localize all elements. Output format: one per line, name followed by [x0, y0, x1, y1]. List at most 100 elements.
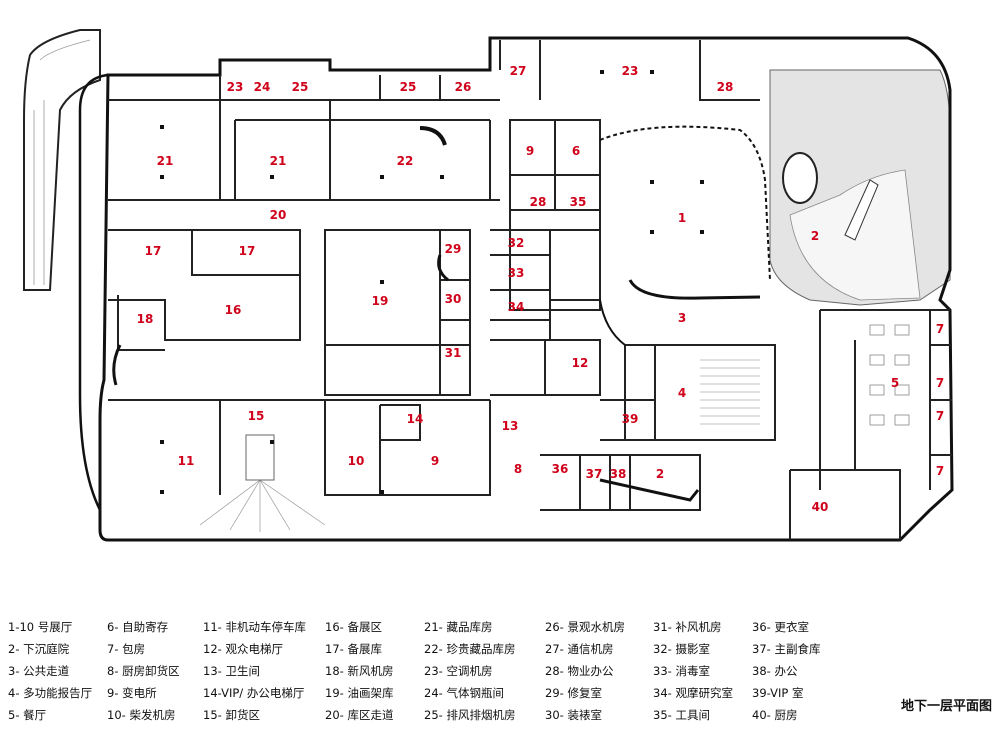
legend-entry: 10- 柴发机房	[107, 708, 176, 722]
legend-entry: 9- 变电所	[107, 686, 157, 700]
room-label: 33	[508, 266, 525, 280]
legend-entry: 19- 油画架库	[325, 686, 394, 700]
room-label: 30	[445, 292, 462, 306]
legend-entry: 7- 包房	[107, 642, 146, 656]
kitchen-angled-wall	[599, 478, 700, 502]
legend-entry: 6- 自助寄存	[107, 620, 169, 634]
room-label: 9	[431, 454, 439, 468]
legend-entry: 16- 备展区	[325, 620, 382, 634]
room-label: 9	[526, 144, 534, 158]
gallery-curve	[599, 125, 771, 281]
room-label: 1	[678, 211, 686, 225]
legend-entry: 17- 备展库	[325, 642, 382, 656]
legend-entry: 21- 藏品库房	[424, 620, 493, 634]
room-label: 22	[397, 154, 414, 168]
room-label: 6	[572, 144, 580, 158]
room-label: 10	[348, 454, 365, 468]
ramp-inner-line	[33, 39, 91, 285]
restaurant-tables	[869, 324, 910, 426]
legend-entry: 33- 消毒室	[653, 664, 710, 678]
room-label: 7	[936, 409, 944, 423]
legend-entry: 40- 厨房	[752, 708, 798, 722]
room22-curve	[419, 126, 447, 146]
room-label: 29	[445, 242, 462, 256]
theater-seats	[700, 359, 760, 425]
room-label: 20	[270, 208, 287, 222]
room-label: 2	[811, 229, 819, 243]
legend-entry: 20- 库区走道	[325, 708, 394, 722]
room-label: 28	[530, 195, 547, 209]
room-label: 26	[455, 80, 472, 94]
lobby-curve-wall	[628, 279, 761, 300]
legend-entry: 37- 主副食库	[752, 642, 821, 656]
room-label: 34	[508, 300, 525, 314]
building-outline	[98, 36, 954, 542]
unloading-fan	[199, 479, 326, 532]
room-label: 25	[400, 80, 417, 94]
room-label: 2	[656, 467, 664, 481]
legend-entry: 18- 新风机房	[325, 664, 394, 678]
room-label: 39	[622, 412, 639, 426]
room-label: 21	[270, 154, 287, 168]
room-label: 17	[145, 244, 162, 258]
room-label: 14	[407, 412, 424, 426]
room-label: 27	[510, 64, 527, 78]
room-label: 36	[552, 462, 569, 476]
legend-entry: 26- 景观水机房	[545, 620, 625, 634]
legend-entry: 34- 观摩研究室	[653, 686, 733, 700]
entry-ramp	[23, 29, 101, 291]
legend-entry: 31- 补风机房	[653, 620, 722, 634]
legend-entry: 11- 非机动车停车库	[203, 620, 306, 634]
room-label: 17	[239, 244, 256, 258]
legend-entry: 23- 空调机房	[424, 664, 493, 678]
legend-entry: 39-VIP 室	[752, 686, 804, 700]
legend-entry: 1-10 号展厅	[8, 620, 73, 634]
room-label: 15	[248, 409, 265, 423]
legend-entry: 36- 更衣室	[752, 620, 809, 634]
room-label: 7	[936, 322, 944, 336]
room-label: 5	[891, 376, 899, 390]
room-label: 35	[570, 195, 587, 209]
room-label: 3	[678, 311, 686, 325]
legend-entry: 3- 公共走道	[8, 664, 70, 678]
corridor-curve	[112, 344, 122, 386]
legend-entry: 35- 工具间	[653, 708, 710, 722]
room-label: 38	[610, 467, 627, 481]
legend-entry: 24- 气体钢瓶间	[424, 686, 504, 700]
legend-entry: 30- 装裱室	[545, 708, 602, 722]
room-label: 13	[502, 419, 519, 433]
room-label: 25	[292, 80, 309, 94]
structural-columns	[160, 70, 704, 494]
room-label: 4	[678, 386, 686, 400]
courtyard-oval-stair	[782, 152, 818, 204]
legend-entry: 27- 通信机房	[545, 642, 614, 656]
room-label: 23	[622, 64, 639, 78]
legend-entry: 14-VIP/ 办公电梯厅	[203, 686, 305, 700]
legend-entry: 15- 卸货区	[203, 708, 260, 722]
room-label: 11	[178, 454, 195, 468]
legend-entry: 4- 多功能报告厅	[8, 686, 93, 700]
room-label: 32	[508, 236, 525, 250]
room-label: 37	[586, 467, 603, 481]
room-label: 18	[137, 312, 154, 326]
legend-entry: 25- 排风排烟机房	[424, 708, 516, 722]
legend-entry: 28- 物业办公	[545, 664, 614, 678]
room-label: 12	[572, 356, 589, 370]
room-label: 16	[225, 303, 242, 317]
room-label: 7	[936, 376, 944, 390]
room-label: 24	[254, 80, 271, 94]
legend-entry: 32- 摄影室	[653, 642, 710, 656]
legend-entry: 13- 卫生间	[203, 664, 260, 678]
courtyard-stair	[844, 179, 879, 241]
legend-entry: 22- 珍贵藏品库房	[424, 642, 516, 656]
room-label: 40	[812, 500, 829, 514]
room-label: 28	[717, 80, 734, 94]
legend-entry: 29- 修复室	[545, 686, 602, 700]
room29-curve	[437, 254, 449, 282]
interior-walls	[108, 40, 952, 540]
legend-entry: 5- 餐厅	[8, 708, 47, 722]
legend-entry: 12- 观众电梯厅	[203, 642, 283, 656]
room-label: 23	[227, 80, 244, 94]
